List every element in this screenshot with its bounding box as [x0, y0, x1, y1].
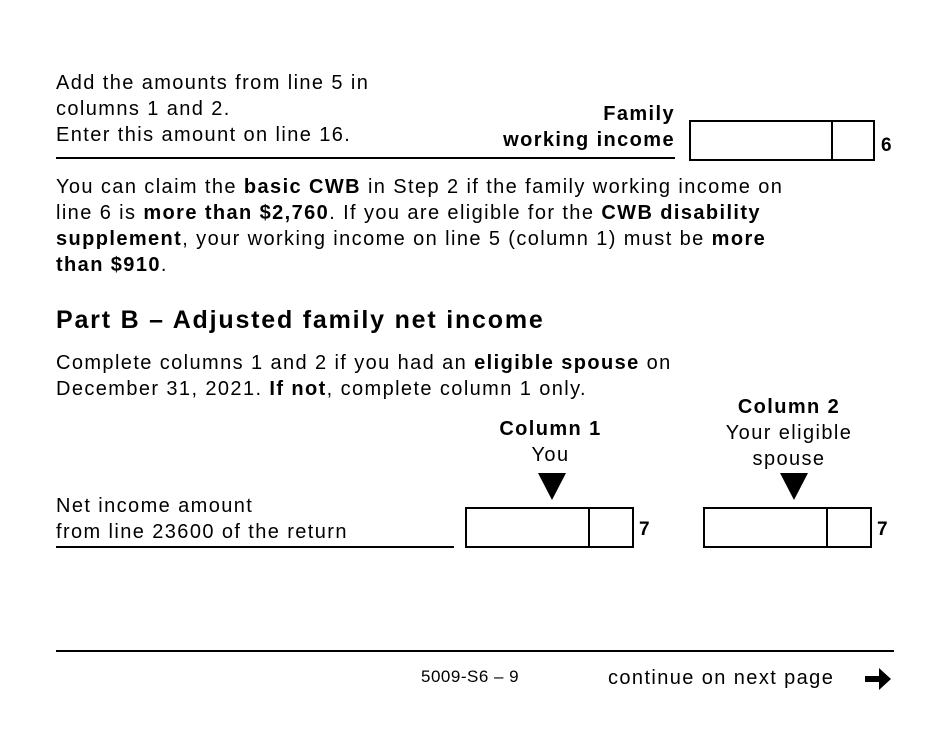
- family-working-income-label: Family working income: [470, 101, 675, 153]
- line6-rule: [56, 157, 675, 159]
- column-2-header: Column 2 Your eligible spouse: [694, 394, 884, 472]
- line6-instruction: Add the amounts from line 5 in columns 1…: [56, 70, 369, 148]
- note-text: .: [160, 254, 168, 276]
- column-1-header: Column 1 You: [468, 416, 633, 468]
- label-line: from line 23600 of the return: [56, 521, 348, 543]
- cents-divider: [588, 509, 590, 546]
- column-1-subtitle: You: [531, 444, 570, 466]
- label-line: Family: [603, 103, 675, 125]
- continue-text: continue on next page: [608, 667, 835, 689]
- line7-column2-field[interactable]: [703, 507, 872, 548]
- line7-rule: [56, 546, 454, 548]
- line7-column1-field[interactable]: [465, 507, 634, 548]
- part-b-heading: Part B – Adjusted family net income: [56, 306, 545, 334]
- part-b-intro: Complete columns 1 and 2 if you had an e…: [56, 350, 672, 402]
- note-text: line 6 is: [56, 202, 144, 224]
- column-2-subtitle: Your eligible: [725, 422, 853, 444]
- form-id: 5009-S6 – 9: [421, 667, 520, 686]
- intro-text: , complete column 1 only.: [326, 378, 587, 400]
- note-text: , your working income on line 5 (column …: [182, 228, 712, 250]
- instruction-line: Add the amounts from line 5 in: [56, 72, 370, 94]
- note-bold: supplement: [56, 228, 183, 250]
- intro-bold: If not: [269, 378, 327, 400]
- arrow-right-icon: [865, 668, 891, 690]
- instruction-line: Enter this amount on line 16.: [56, 124, 352, 146]
- note-bold: basic CWB: [243, 176, 361, 198]
- note-bold: more: [711, 228, 767, 250]
- instruction-line: columns 1 and 2.: [56, 98, 231, 120]
- line-number-7: 7: [877, 519, 888, 540]
- note-bold: CWB disability: [601, 202, 761, 224]
- note-bold: more than $2,760: [143, 202, 330, 224]
- note-text: You can claim the: [56, 176, 244, 198]
- note-text: . If you are eligible for the: [329, 202, 602, 224]
- line6-amount-field[interactable]: [689, 120, 875, 161]
- note-bold: than $910: [56, 254, 161, 276]
- cwb-note: You can claim the basic CWB in Step 2 if…: [56, 174, 783, 278]
- column-2-arrow-icon: [780, 473, 808, 500]
- footer-rule: [56, 650, 894, 652]
- label-line: working income: [503, 129, 675, 151]
- intro-text: on: [639, 352, 672, 374]
- line7-label: Net income amount from line 23600 of the…: [56, 493, 348, 545]
- intro-bold: eligible spouse: [474, 352, 640, 374]
- cents-divider: [826, 509, 828, 546]
- line-number-6: 6: [881, 135, 892, 156]
- column-1-arrow-icon: [538, 473, 566, 500]
- column-1-title: Column 1: [499, 418, 602, 440]
- intro-text: December 31, 2021.: [56, 378, 270, 400]
- line-number-7: 7: [639, 519, 650, 540]
- note-text: in Step 2 if the family working income o…: [360, 176, 784, 198]
- column-2-title: Column 2: [737, 396, 841, 418]
- intro-text: Complete columns 1 and 2 if you had an: [56, 352, 475, 374]
- cents-divider: [831, 122, 833, 159]
- label-line: Net income amount: [56, 495, 254, 517]
- column-2-subtitle: spouse: [752, 448, 826, 470]
